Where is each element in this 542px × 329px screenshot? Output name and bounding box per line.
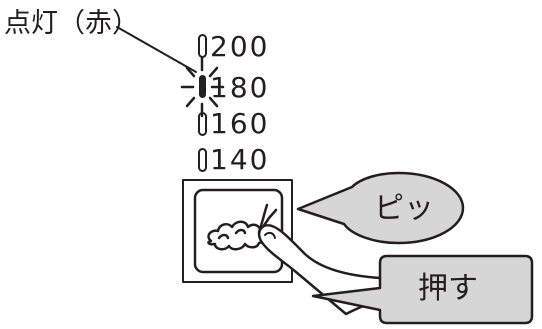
speech-balloon-press [311, 254, 534, 325]
speech-balloon-beep [296, 171, 465, 245]
speech-text-beep: ピッ [374, 191, 434, 226]
callout-label-lit: 点灯（赤） [4, 8, 139, 39]
speech-text-press: 押す [418, 271, 478, 306]
temperature-label-160: 160 [210, 107, 270, 140]
blink-rays [180, 56, 225, 118]
indicator-lamp-180-lit [199, 75, 206, 98]
callout-leader-line [116, 26, 197, 73]
indicator-lamp-200 [198, 34, 207, 58]
temperature-label-140: 140 [210, 143, 270, 176]
temperature-label-200: 200 [210, 30, 270, 63]
indicator-lamp-140 [198, 148, 207, 172]
temperature-label-180: 180 [210, 71, 270, 104]
